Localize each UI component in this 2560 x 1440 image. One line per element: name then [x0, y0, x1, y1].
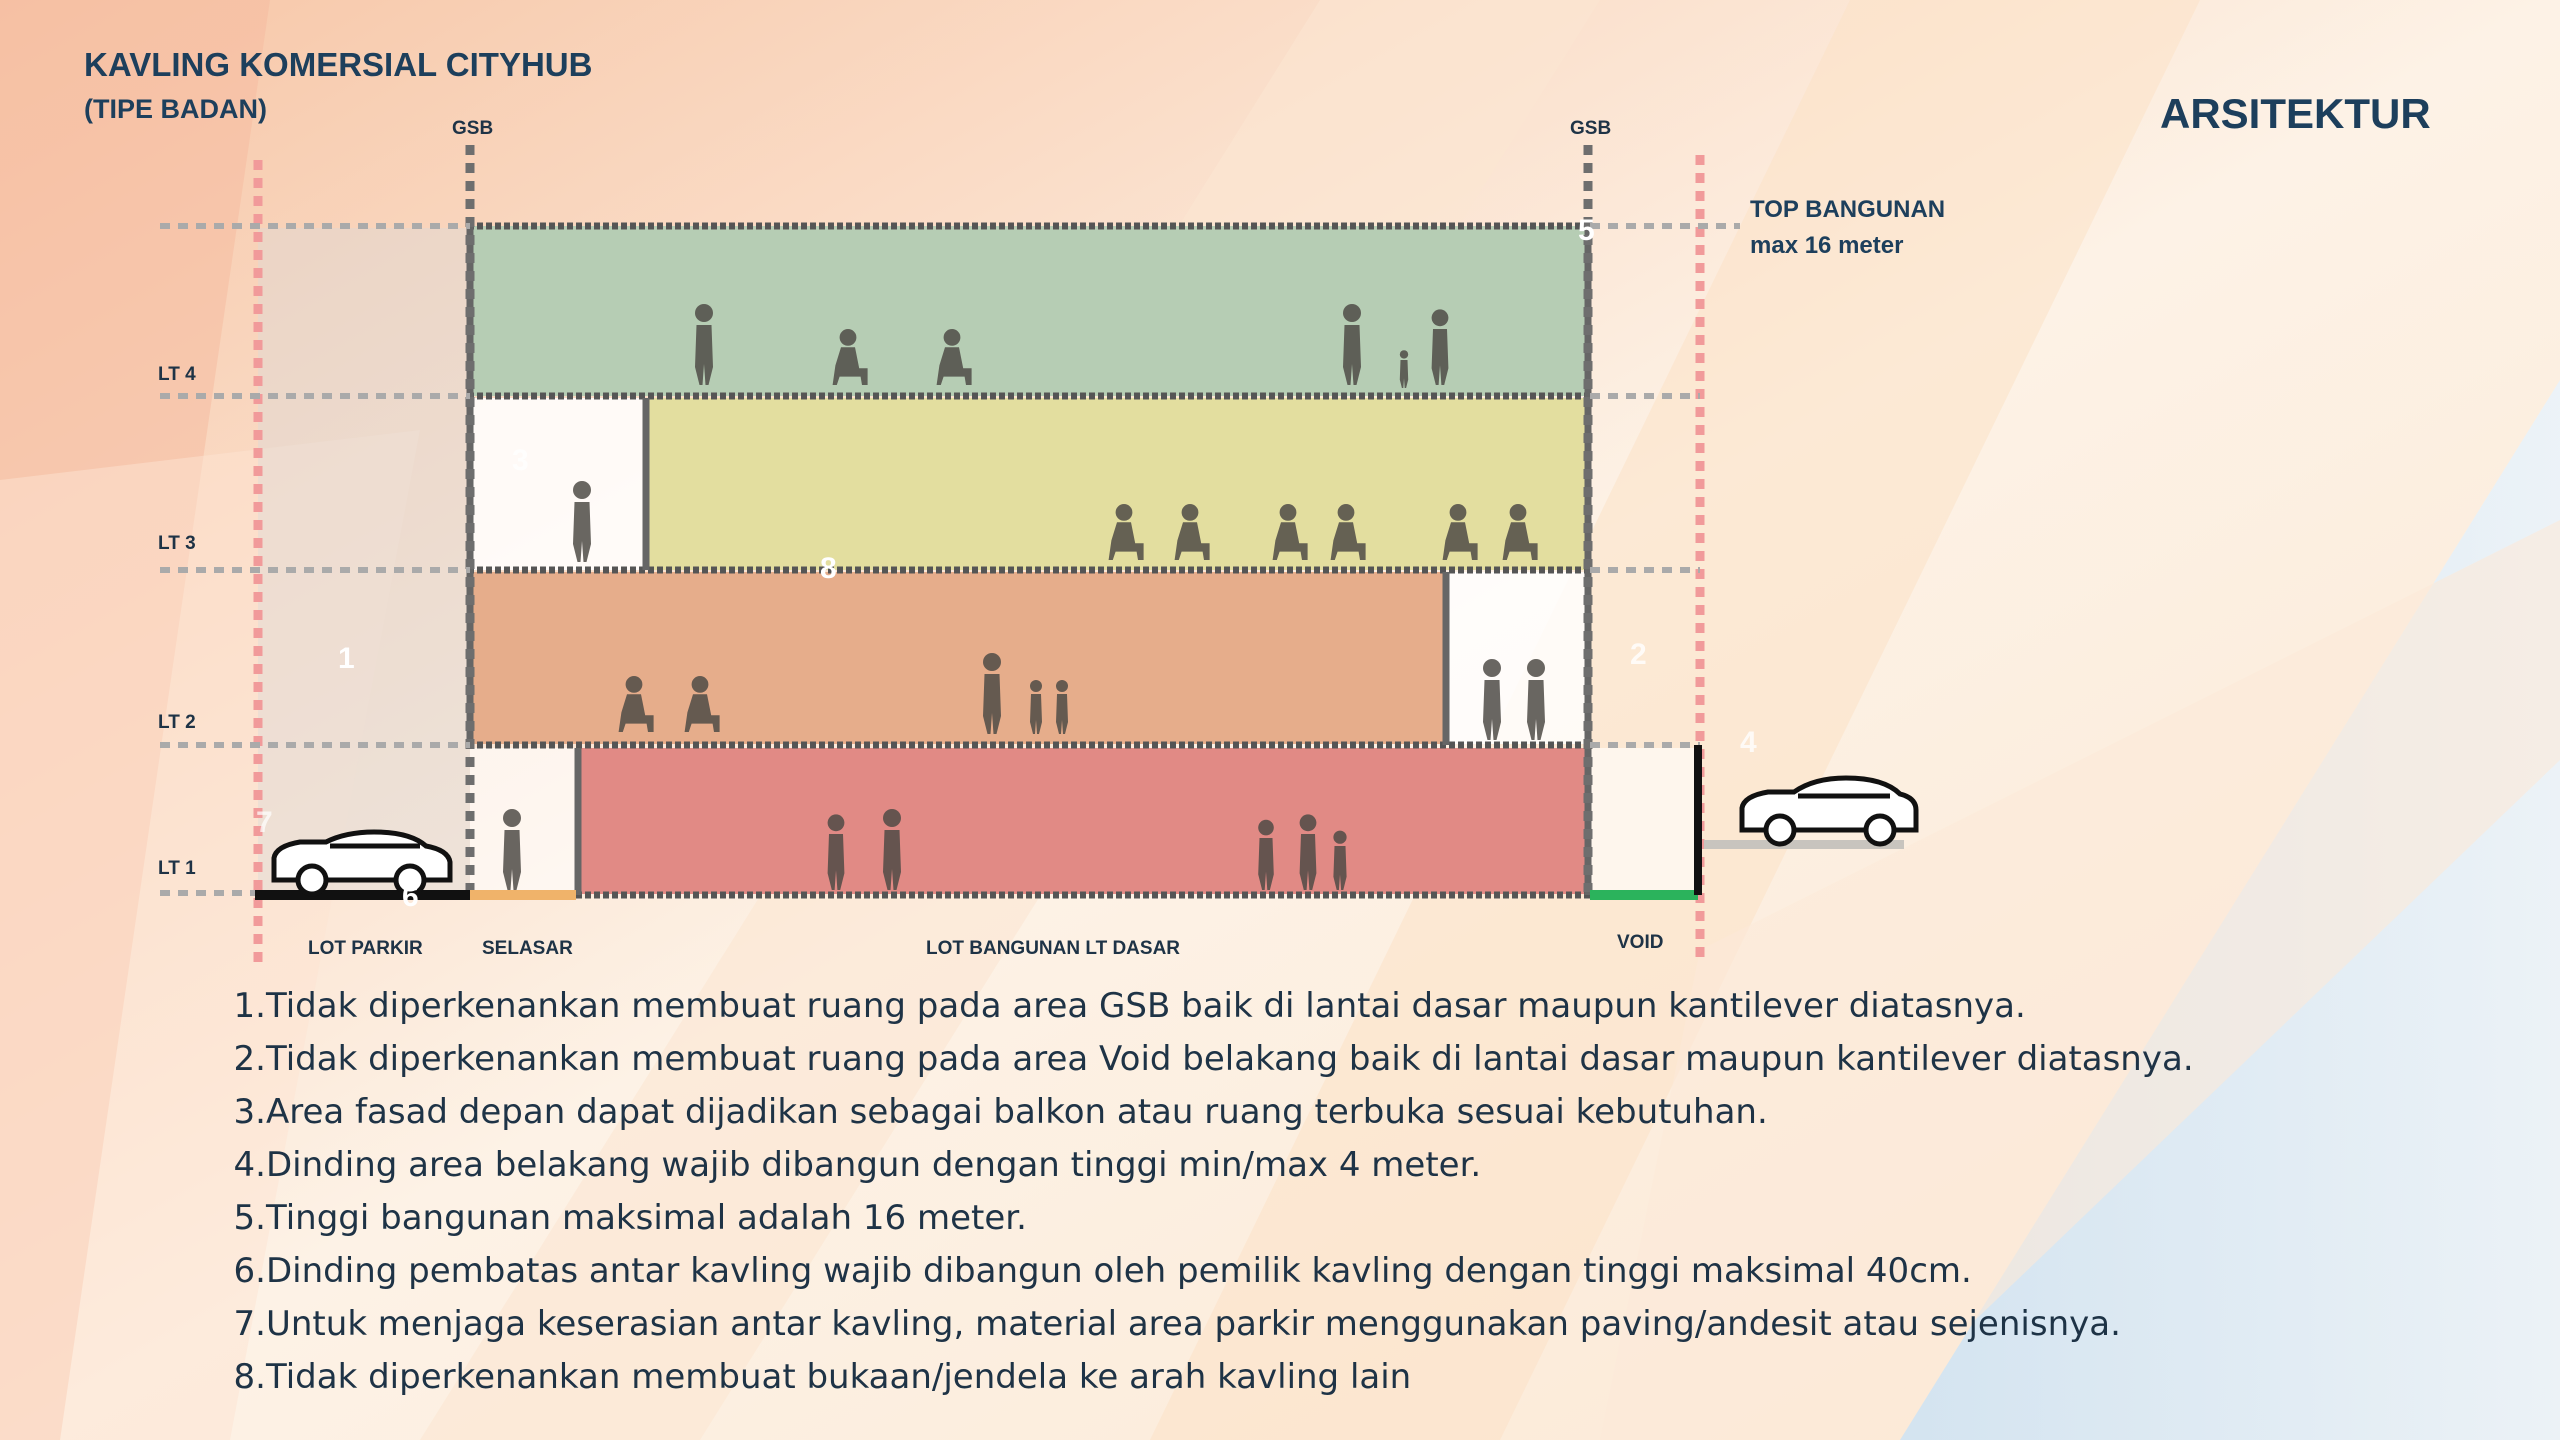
floor-lt2: [470, 572, 1446, 744]
car-icon: [1739, 775, 1919, 847]
floor-label-lt3: LT 3: [158, 533, 196, 554]
max-height-label: max 16 meter: [1750, 232, 1904, 259]
zone-label-selasar: SELASAR: [482, 938, 573, 959]
void-area: [1588, 748, 1698, 892]
marker-3: 3: [512, 444, 529, 477]
rear-wall: [1694, 745, 1702, 895]
floor-lt4: [470, 226, 1588, 396]
floor-label-lt1: LT 1: [158, 858, 196, 879]
marker-4: 4: [1740, 726, 1757, 759]
marker-7: 7: [256, 806, 273, 839]
top-bangunan-label: TOP BANGUNAN: [1750, 196, 1946, 223]
list-item: 6.Dinding pembatas antar kavling wajib d…: [233, 1251, 1972, 1291]
gsb-label-left: GSB: [452, 118, 494, 139]
marker-1: 1: [338, 642, 355, 675]
list-item: 7.Untuk menjaga keserasian antar kavling…: [233, 1304, 2121, 1344]
list-item: 3.Area fasad depan dapat dijadikan sebag…: [233, 1092, 1768, 1132]
list-item: 5.Tinggi bangunan maksimal adalah 16 met…: [233, 1198, 1027, 1238]
list-item: 1.Tidak diperkenankan membuat ruang pada…: [233, 986, 2026, 1026]
zone-label-lot-parkir: LOT PARKIR: [308, 938, 423, 959]
selasar-area: [470, 748, 576, 892]
marker-8: 8: [820, 552, 837, 585]
marker-5: 5: [1578, 214, 1595, 247]
floor-label-lt2: LT 2: [158, 712, 196, 733]
marker-2: 2: [1630, 638, 1647, 671]
gsb-label-right: GSB: [1570, 118, 1612, 139]
selasar-strip: [470, 890, 576, 900]
list-item: 2.Tidak diperkenankan membuat ruang pada…: [233, 1039, 2194, 1079]
building-section-diagram: 1 2 3 4 5 6 7 8: [160, 145, 1919, 965]
marker-6: 6: [402, 880, 419, 913]
list-item: 8.Tidak diperkenankan membuat bukaan/jen…: [233, 1357, 1412, 1397]
parking-ground: [255, 890, 470, 900]
floor-lt3-balcony: [470, 398, 646, 570]
floor-lt1: [578, 748, 1588, 894]
zone-label-void: VOID: [1617, 932, 1664, 953]
car-icon: [271, 829, 453, 897]
page-subtitle: (TIPE BADAN): [84, 94, 267, 124]
list-item: 4.Dinding area belakang wajib dibangun d…: [233, 1145, 1482, 1185]
floor-label-lt4: LT 4: [158, 364, 196, 385]
page-title: KAVLING KOMERSIAL CITYHUB: [84, 46, 593, 83]
floor-lt2-rear: [1446, 572, 1588, 744]
void-strip: [1590, 890, 1698, 900]
zone-label-lot-bangunan: LOT BANGUNAN LT DASAR: [926, 938, 1181, 959]
section-title: ARSITEKTUR: [2160, 90, 2431, 137]
rules-list: 1.Tidak diperkenankan membuat ruang pada…: [228, 980, 2194, 1404]
lot-parkir-area: [258, 228, 470, 892]
rear-road: [1704, 840, 1904, 849]
